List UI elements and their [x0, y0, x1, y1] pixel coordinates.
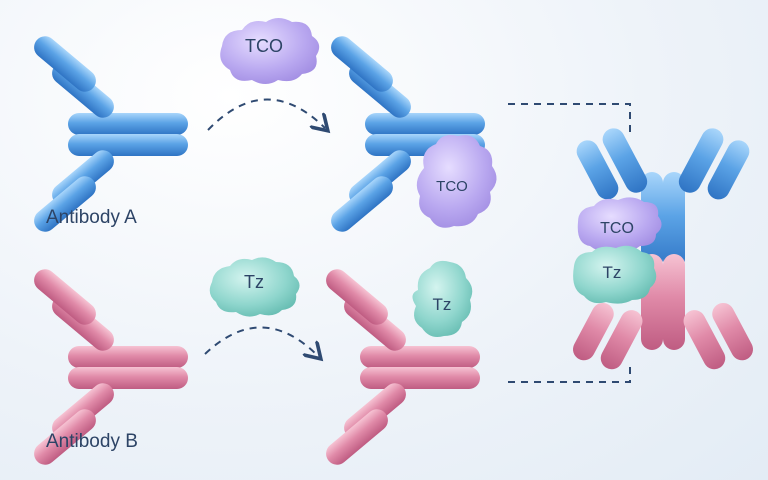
antibody-b-label: Antibody B — [46, 431, 138, 452]
antibody-a-icon — [34, 36, 188, 232]
antibody-a-label: Antibody A — [46, 207, 137, 228]
tco-attached-label: TCO — [436, 178, 468, 195]
tz-label: Tz — [244, 272, 264, 292]
tco-molecule-icon — [220, 18, 320, 84]
tz-bispecific-icon — [573, 245, 657, 304]
arrow-top — [207, 98, 325, 130]
tz-bispecific-label: Tz — [603, 263, 622, 282]
tco-bispecific-label: TCO — [600, 220, 634, 237]
bispecific-antibody-icon — [572, 128, 754, 370]
tz-attached-icon — [412, 260, 473, 337]
connector-line — [508, 103, 631, 383]
tco-bispecific-icon — [577, 197, 662, 252]
tco-label: TCO — [245, 36, 283, 56]
tco-attached-icon — [416, 135, 497, 228]
antibody-b-tz-icon — [326, 269, 480, 465]
arrow-bottom — [204, 326, 318, 356]
antibody-a-tco-icon — [331, 36, 485, 232]
antibody-b-icon — [34, 269, 188, 465]
tz-attached-label: Tz — [433, 295, 452, 314]
tz-molecule-icon — [209, 257, 300, 317]
